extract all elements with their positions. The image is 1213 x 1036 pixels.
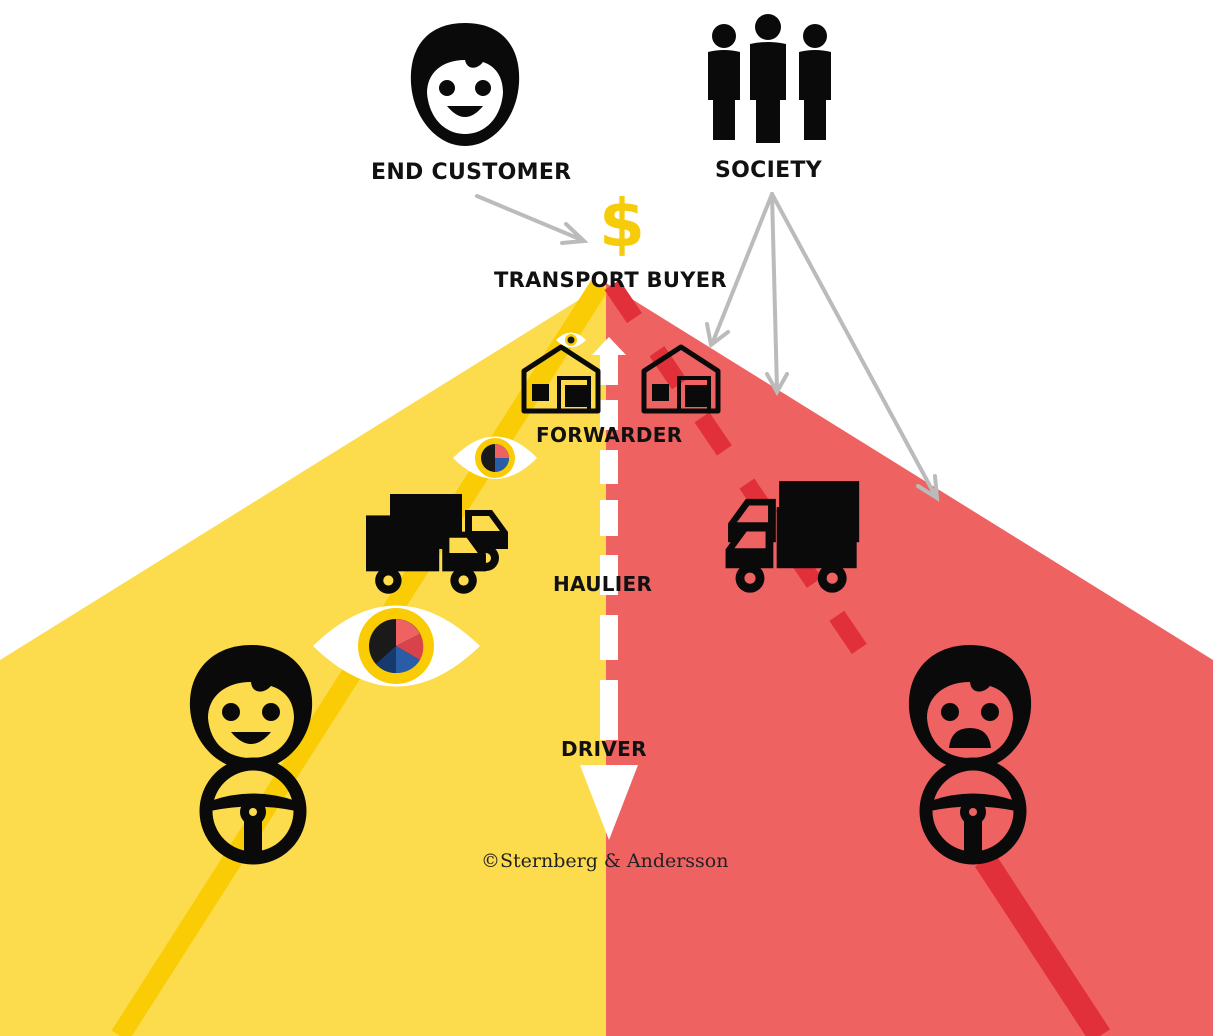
small-eye-icon [556, 332, 586, 348]
transport-buyer-label: TRANSPORT BUYER [494, 268, 727, 292]
end-customer-face-icon [410, 23, 520, 146]
happy-driver-icon [189, 645, 313, 770]
dollar-icon: $ [599, 185, 645, 262]
forwarder-label: FORWARDER [536, 423, 683, 447]
center-divider-arrow [580, 337, 638, 840]
society-label: SOCIETY [715, 158, 822, 183]
haulier-label: HAULIER [553, 572, 653, 596]
copyright-text: ©Sternberg & Andersson [481, 850, 729, 872]
right-road-area [606, 283, 1213, 1036]
influence-arrows [475, 192, 940, 502]
society-group-icon [708, 14, 831, 143]
end-customer-label: END CUSTOMER [371, 160, 572, 185]
driver-label: DRIVER [561, 737, 647, 761]
left-road-area [0, 283, 606, 1036]
sad-driver-icon [908, 645, 1032, 770]
large-eye-icon [313, 605, 480, 687]
right-lane-stripe-lower [974, 853, 1111, 1036]
medium-eye-icon [453, 436, 537, 479]
